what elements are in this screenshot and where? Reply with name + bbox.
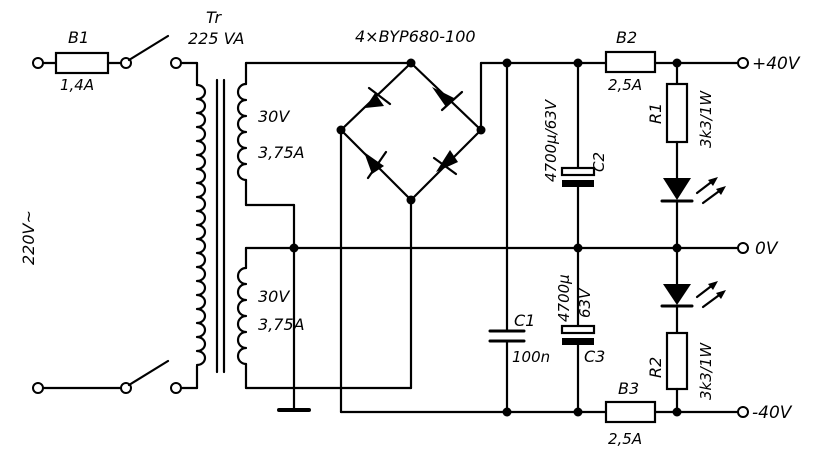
diode-d4 <box>432 150 458 176</box>
terminal-neg40 <box>737 406 749 418</box>
terminal-pos40 <box>737 57 749 69</box>
winding2-current: 3,75A <box>258 315 305 334</box>
mains-switch <box>120 34 199 394</box>
cap-c3-label: C3 <box>584 347 605 366</box>
switch-lever-top <box>127 34 170 62</box>
c3-positive-plate <box>560 324 596 335</box>
winding1-current: 3,75A <box>258 143 305 162</box>
resistor-r1 <box>665 82 689 144</box>
fuse-b2-label: B2 <box>616 28 637 47</box>
mains-voltage-label: 220V~ <box>19 210 38 265</box>
primary-winding <box>195 83 207 367</box>
output-pos-label: +40V <box>752 54 801 74</box>
transformer-name: Tr <box>206 8 223 27</box>
fuse-b3 <box>604 400 657 424</box>
cap-c2-value: 4700µ/63V <box>542 98 560 182</box>
secondary-winding-2 <box>236 266 248 366</box>
led1-light-arrows <box>695 177 726 205</box>
diode-d1 <box>365 86 392 108</box>
fuse-b2-rating: 2,5A <box>608 76 642 94</box>
fuse-b3-rating: 2,5A <box>608 430 642 448</box>
c3-negative-plate <box>562 338 594 345</box>
cap-c3-value-2: 63V <box>576 287 594 318</box>
fuse-b1 <box>54 51 110 75</box>
mains-input <box>32 51 123 394</box>
c2-negative-plate <box>562 180 594 187</box>
cap-c1-label: C1 <box>514 311 535 330</box>
output-zero-label: 0V <box>755 239 779 259</box>
output-neg-label: -40V <box>752 403 793 423</box>
negative-rail <box>339 407 740 417</box>
mains-terminal-top <box>32 57 44 69</box>
transformer-rating: 225 VA <box>188 29 244 48</box>
led2-light-arrows <box>695 281 726 309</box>
diode-d3 <box>364 150 388 180</box>
res-r1-value: 3k3/1W <box>697 90 715 148</box>
fuse-b3-label: B3 <box>618 379 639 398</box>
res-r2-value: 3k3/1W <box>697 342 715 400</box>
led1-anode-triangle <box>663 178 691 200</box>
capacitor-c2 <box>560 58 596 253</box>
switch-lever-bottom <box>127 359 170 387</box>
bridge-rectifier <box>336 58 608 414</box>
capacitor-c3 <box>560 246 596 414</box>
winding2-voltage: 30V <box>258 287 290 306</box>
resistor-r2-branch <box>660 246 726 414</box>
secondary-winding-1 <box>236 82 248 182</box>
mains-terminal-bottom <box>32 382 44 394</box>
cap-c2-label: C2 <box>590 152 608 172</box>
fuse-b1-label: B1 <box>68 28 89 47</box>
resistor-r1-branch <box>660 61 726 253</box>
cap-c1-value: 100n <box>512 348 550 366</box>
led2-anode-triangle <box>663 284 691 305</box>
bridge-label: 4×BYP680-100 <box>355 27 476 46</box>
capacitor-c1 <box>488 58 526 414</box>
diode-d2 <box>432 87 464 112</box>
c2-positive-plate <box>560 166 596 177</box>
transformer-tr <box>195 78 248 374</box>
fuse-b2 <box>604 50 657 74</box>
resistor-r2 <box>665 331 689 391</box>
fuse-b1-rating: 1,4A <box>60 76 94 94</box>
res-r1-label: R1 <box>646 103 665 124</box>
cap-c3-value-1: 4700µ <box>555 274 573 322</box>
terminal-0v <box>737 242 749 254</box>
secondary-wiring <box>244 61 740 412</box>
res-r2-label: R2 <box>646 357 665 378</box>
output-terminals <box>737 57 749 418</box>
winding1-voltage: 30V <box>258 107 290 126</box>
